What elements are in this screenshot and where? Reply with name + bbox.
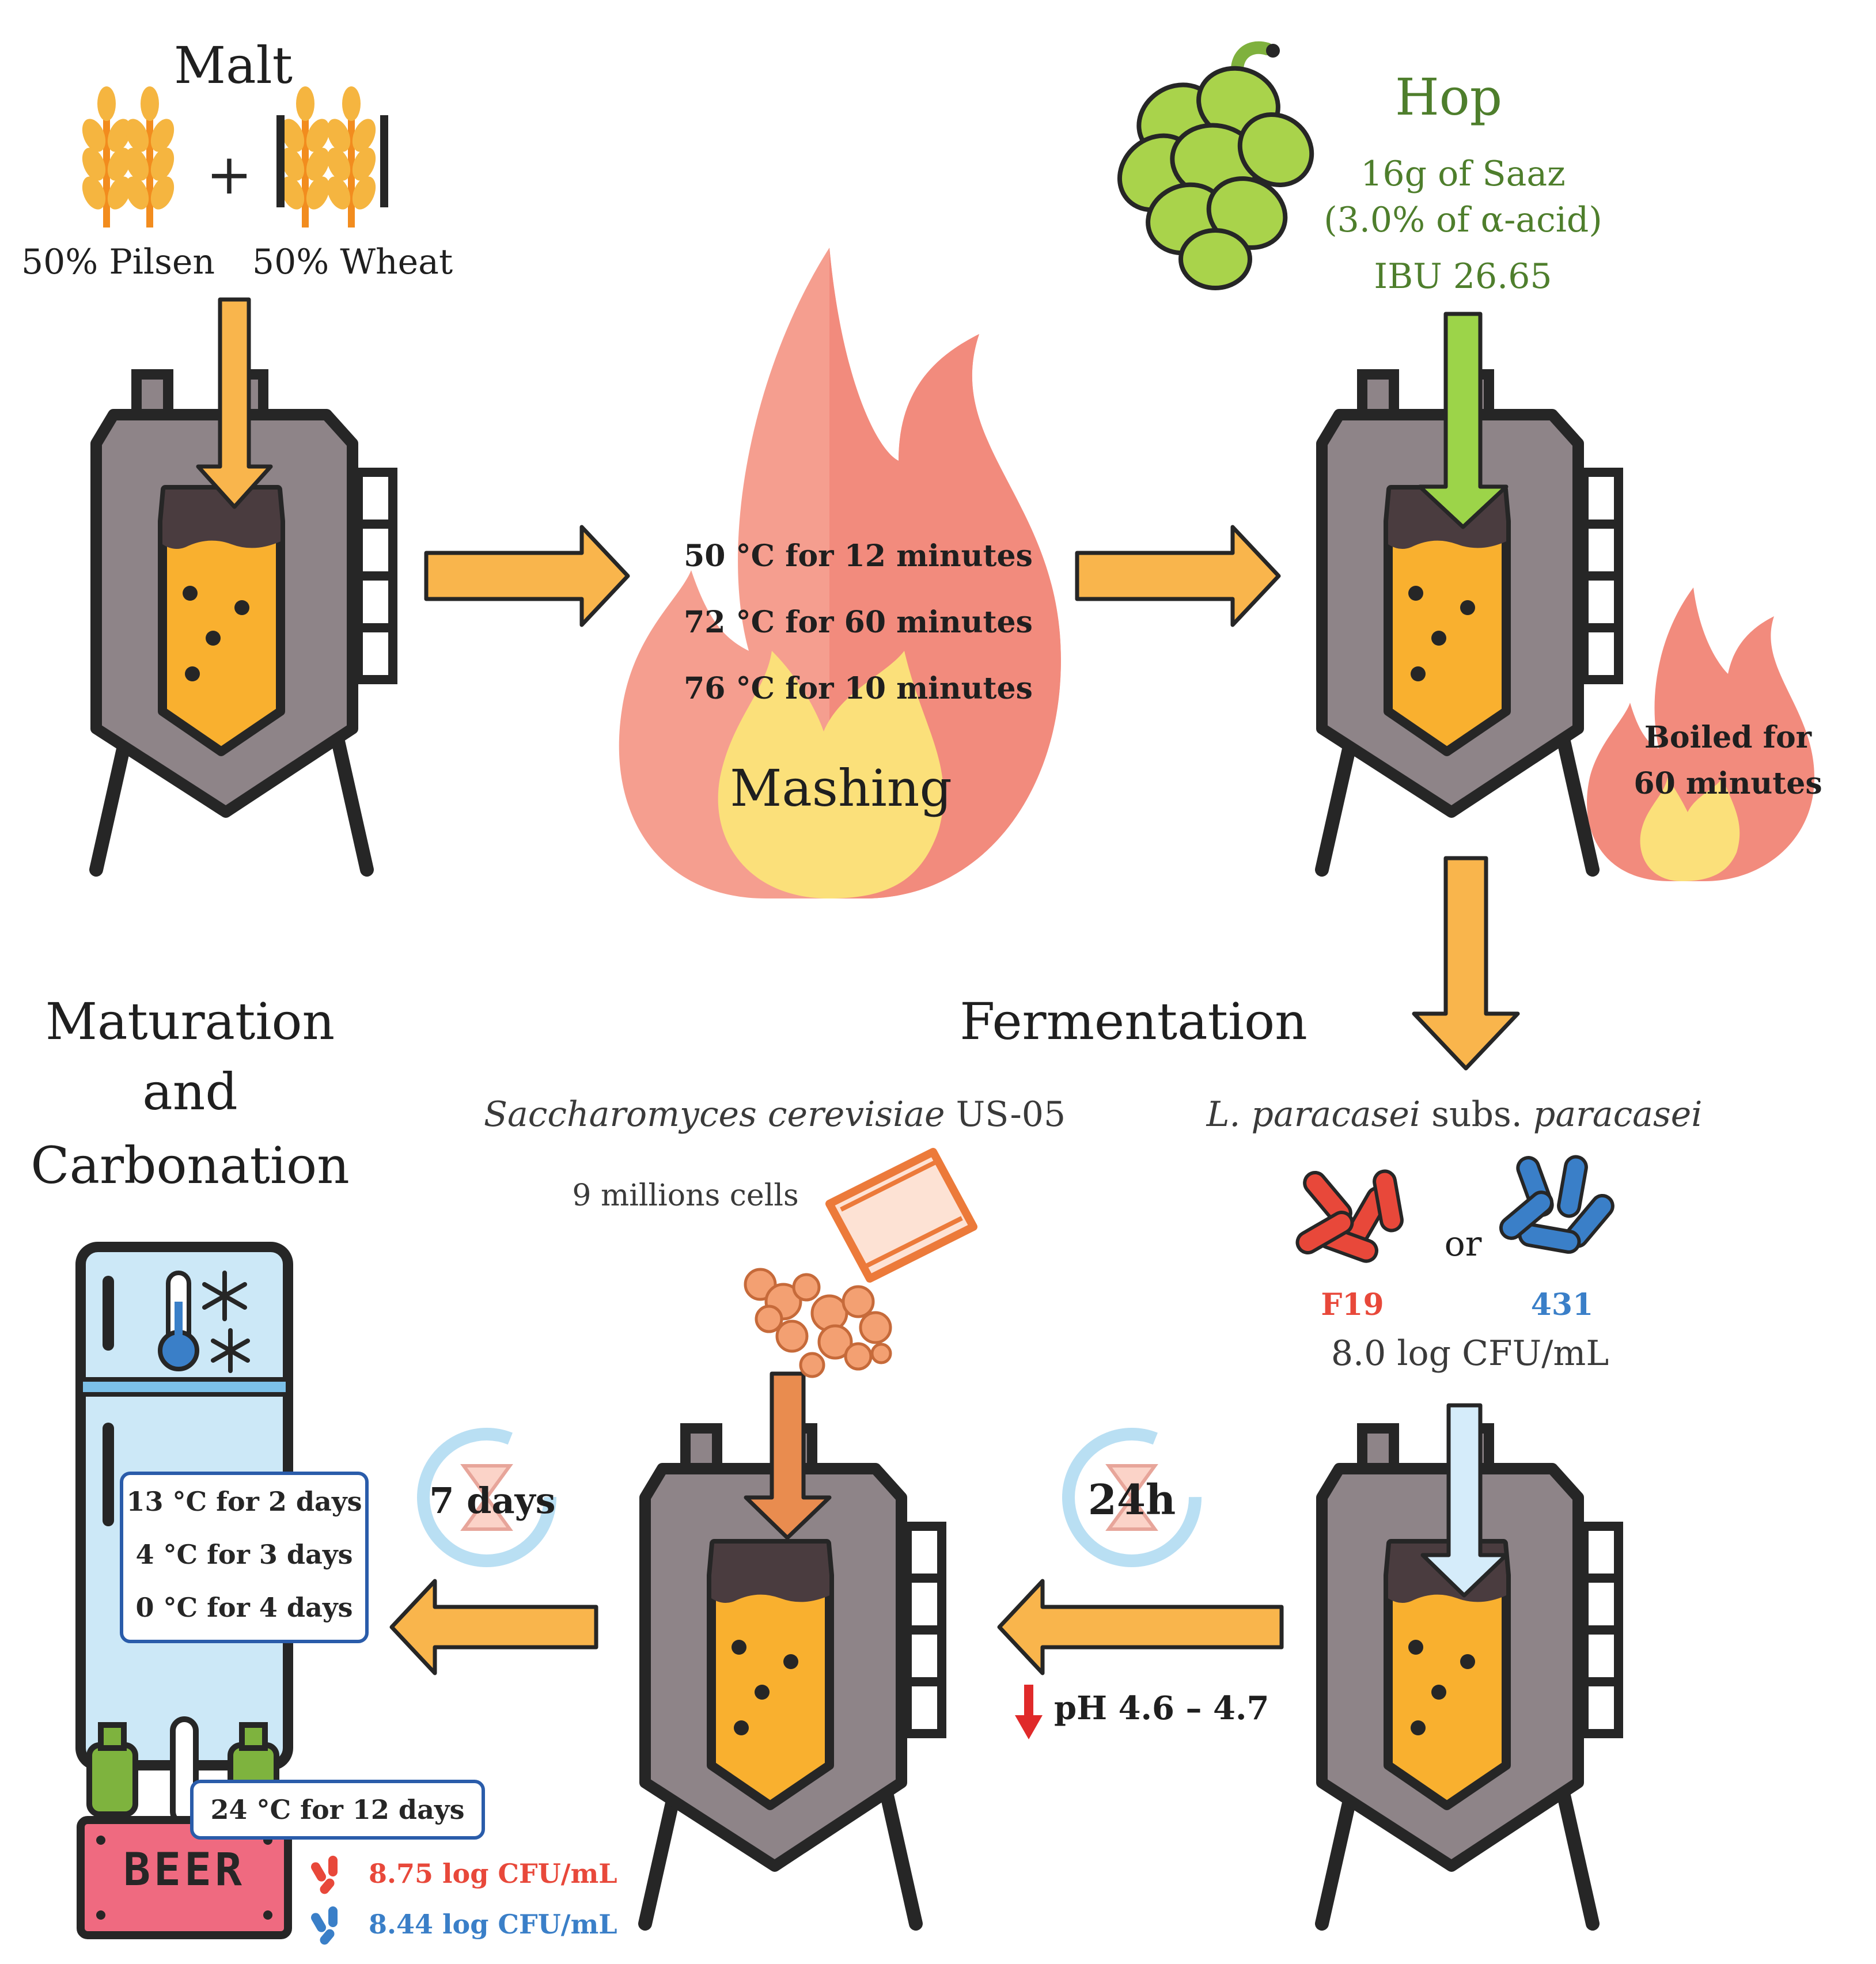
- wheat-malt-icon: [276, 86, 388, 228]
- mashing-flame-icon: [619, 248, 1061, 898]
- malt-title: Malt: [173, 36, 293, 95]
- maturation-line-1: Maturation: [45, 992, 335, 1051]
- arrow-down-to-fermentation: [1412, 856, 1520, 1071]
- yeast-granules-icon: [744, 1268, 892, 1378]
- 431-bacteria-icon: [1497, 1155, 1617, 1254]
- ph-down-arrow-icon: [1015, 1685, 1043, 1739]
- strain-431-label: 431: [1530, 1287, 1594, 1322]
- mashing-step-2: 72 °C for 60 minutes: [684, 605, 1033, 640]
- arrow-to-boil: [1075, 525, 1281, 627]
- maturation-step-2: 4 °C for 3 days: [135, 1539, 353, 1570]
- strain-f19-label: F19: [1321, 1287, 1384, 1322]
- hop-amount: 16g of Saaz: [1360, 154, 1566, 194]
- beer-crate-label: BEER: [123, 1844, 245, 1896]
- count-f19-marker-icon: [311, 1856, 338, 1894]
- hop-cone-icon: [1117, 41, 1314, 290]
- ph-label: pH 4.6 – 4.7: [1054, 1689, 1269, 1727]
- boil-line-2: 60 minutes: [1634, 766, 1822, 801]
- pilsen-label: 50% Pilsen: [21, 242, 215, 282]
- maturation-steps-box: 13 °C for 2 days 4 °C for 3 days 0 °C fo…: [120, 1472, 369, 1643]
- boil-line-1: Boiled for: [1644, 720, 1812, 755]
- arrow-to-maturation: [389, 1579, 598, 1675]
- arrow-to-mashing: [424, 525, 630, 627]
- or-text: or: [1444, 1224, 1482, 1264]
- hop-inflow-arrow: [1418, 312, 1509, 529]
- plus-sign: +: [206, 142, 253, 207]
- time-7-days-label: 7 days: [429, 1480, 556, 1522]
- arrow-lacto-to-yeast: [997, 1579, 1284, 1675]
- count-f19-label: 8.75 log CFU/mL: [369, 1858, 617, 1889]
- carbonation-step: 24 °C for 12 days: [210, 1794, 465, 1825]
- fermentation-title: Fermentation: [960, 992, 1307, 1051]
- yeast-inflow-arrow: [744, 1371, 832, 1540]
- count-431-label: 8.44 log CFU/mL: [369, 1909, 617, 1940]
- wheat-label: 50% Wheat: [252, 242, 453, 282]
- boil-flame-icon: [1587, 587, 1814, 881]
- inoculum-label: 8.0 log CFU/mL: [1331, 1333, 1609, 1374]
- yeast-label: Saccharomyces cerevisiae US-05: [483, 1094, 1066, 1135]
- malt-inflow-arrow: [196, 297, 273, 509]
- hop-ibu: IBU 26.65: [1374, 256, 1552, 297]
- maturation-step-3: 0 °C for 4 days: [135, 1592, 353, 1623]
- count-431-marker-icon: [311, 1906, 338, 1945]
- yeast-sachet-icon: [825, 1148, 977, 1283]
- lacto-inflow-arrow: [1420, 1403, 1509, 1598]
- yeast-cells: 9 millions cells: [572, 1178, 799, 1213]
- maturation-line-3: Carbonation: [31, 1136, 350, 1195]
- mashing-label: Mashing: [730, 759, 952, 818]
- thermometer-icon: [158, 1271, 199, 1371]
- hop-title: Hop: [1394, 67, 1503, 127]
- time-24h-label: 24h: [1087, 1475, 1176, 1524]
- snowflake-icon: [202, 1271, 250, 1373]
- f19-bacteria-icon: [1294, 1169, 1404, 1264]
- lacto-label: L. paracasei subs. paracasei: [1206, 1094, 1703, 1135]
- carbonation-box: 24 °C for 12 days: [190, 1780, 485, 1840]
- maturation-line-2: and: [142, 1062, 238, 1121]
- maturation-step-1: 13 °C for 2 days: [126, 1486, 362, 1517]
- hop-acid: (3.0% of α-acid): [1324, 200, 1602, 240]
- mashing-step-1: 50 °C for 12 minutes: [684, 539, 1033, 574]
- mashing-step-3: 76 °C for 10 minutes: [684, 671, 1033, 706]
- beer-crate-icon: [77, 1816, 292, 1939]
- pilsen-wheat-icon: [78, 86, 179, 228]
